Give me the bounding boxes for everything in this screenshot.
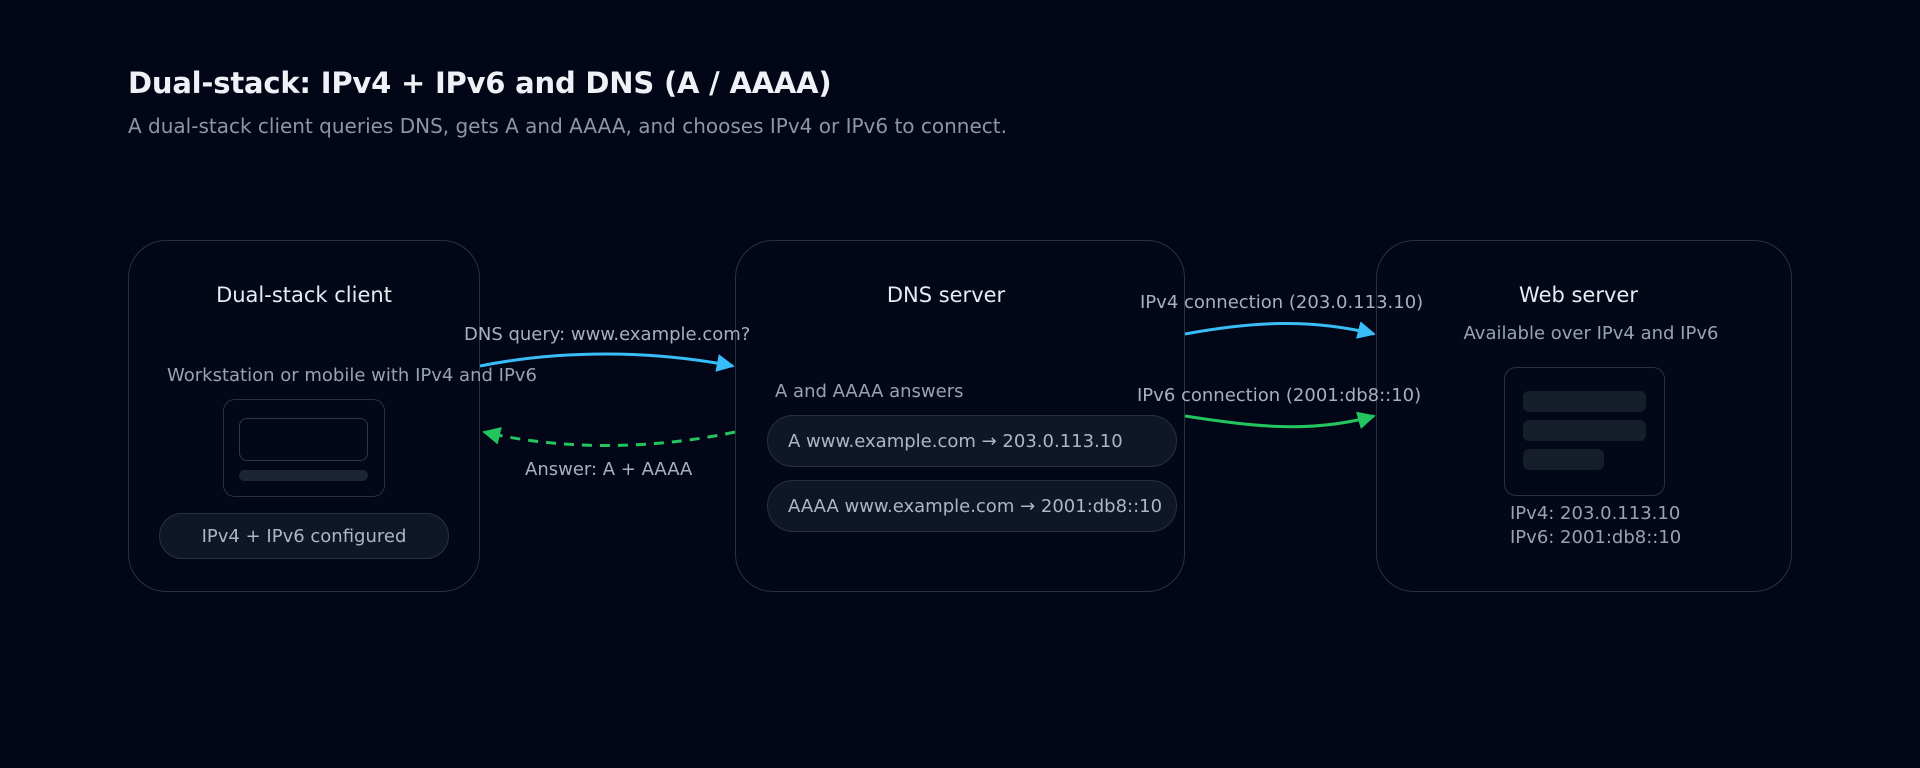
device-bar [239,470,368,481]
dns-record-aaaa-label: AAAA www.example.com → 2001:db8::10 [788,495,1163,517]
dns-answers-label: A and AAAA answers [775,381,964,402]
web-server-card [1376,240,1792,592]
device-screen [239,418,368,461]
web-ipv6-address: IPv6: 2001:db8::10 [1510,527,1682,548]
ipv4-connection-arrow [1184,321,1376,339]
web-description: Available over IPv4 and IPv6 [1463,323,1719,344]
web-ipv4-address: IPv4: 203.0.113.10 [1510,503,1681,524]
client-description: Workstation or mobile with IPv4 and IPv6 [167,365,537,386]
server-rack-2 [1523,420,1646,441]
ipv4-connection-label: IPv4 connection (203.0.113.10) [1140,292,1424,313]
ipv6-connection-arrow [1184,411,1376,430]
dns-record-aaaa: AAAA www.example.com → 2001:db8::10 [767,480,1177,532]
web-title: Web server [1519,283,1638,307]
diagram-title: Dual-stack: IPv4 + IPv6 and DNS (A / AAA… [128,66,832,100]
diagram-subtitle: A dual-stack client queries DNS, gets A … [128,114,1007,138]
client-title: Dual-stack client [216,283,392,307]
dns-query-arrow [479,352,735,372]
client-config-badge-label: IPv4 + IPv6 configured [201,525,407,547]
dns-record-a: A www.example.com → 203.0.113.10 [767,415,1177,467]
dns-query-label: DNS query: www.example.com? [464,324,751,345]
server-icon [1504,367,1665,496]
ipv6-connection-label: IPv6 connection (2001:db8::10) [1137,385,1422,406]
dns-title: DNS server [886,283,1006,307]
device-icon [223,399,385,497]
dns-record-a-label: A www.example.com → 203.0.113.10 [788,430,1123,452]
dns-answer-arrow [482,426,736,447]
server-rack-1 [1523,391,1646,412]
dns-answer-label: Answer: A + AAAA [525,459,693,480]
server-rack-3 [1523,449,1604,470]
client-config-badge: IPv4 + IPv6 configured [159,513,449,559]
